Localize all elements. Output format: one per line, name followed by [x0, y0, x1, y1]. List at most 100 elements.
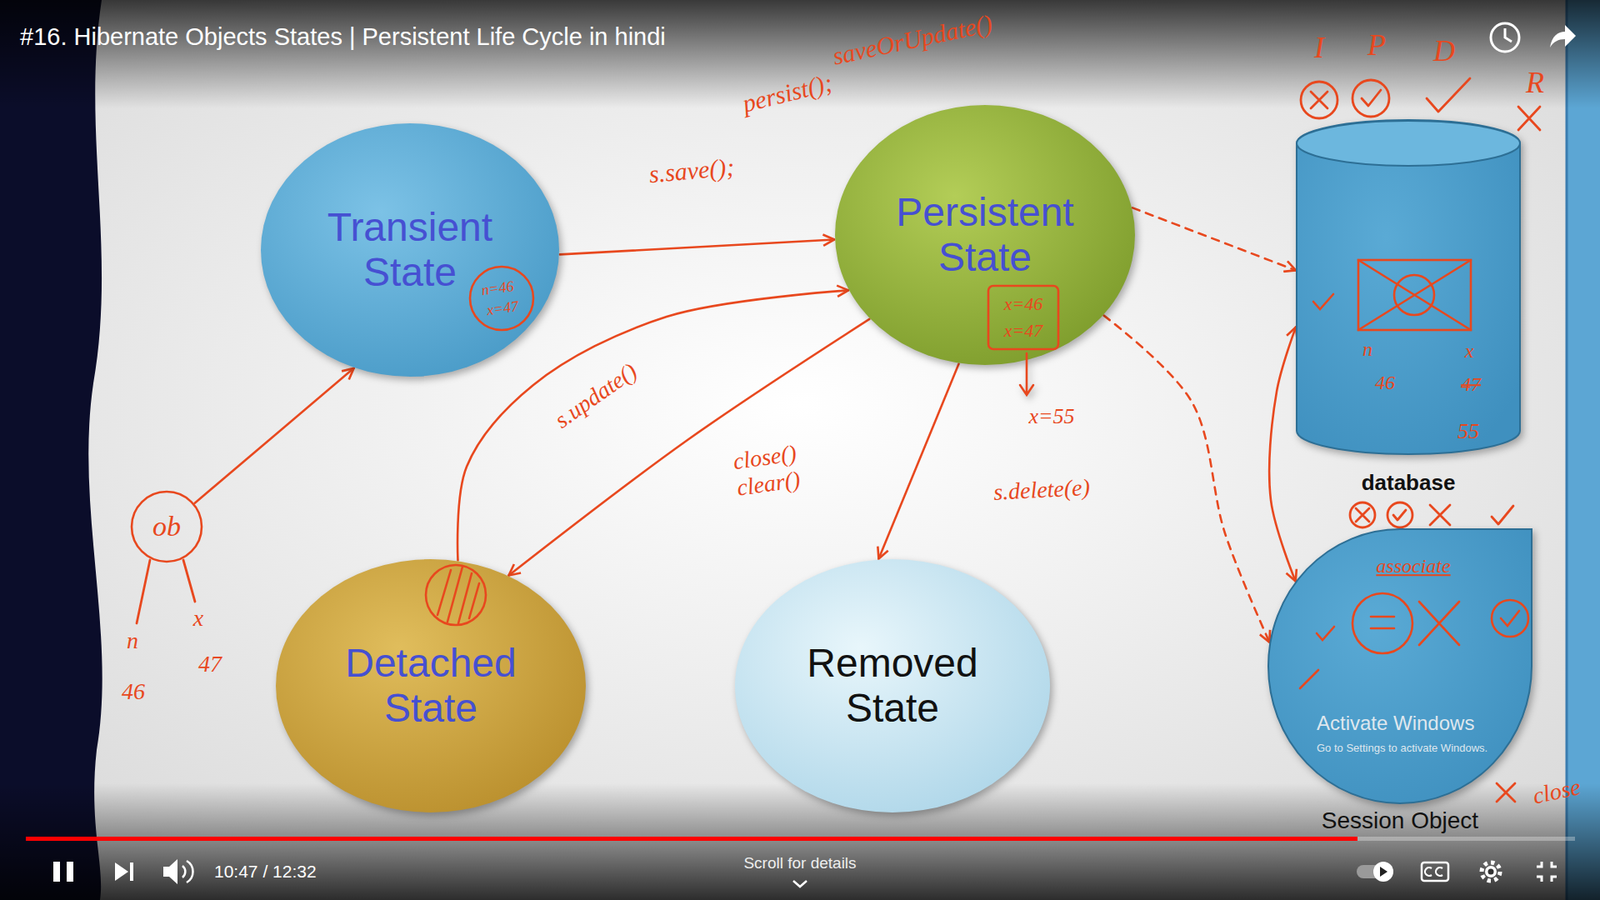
state-label: Persistent State — [880, 190, 1090, 280]
node-label: database — [1292, 470, 1525, 495]
navy-wave — [0, 0, 103, 900]
watermark: Activate Windows — [1316, 711, 1475, 735]
state-ellipse — [260, 123, 560, 377]
handwritten-mark — [1419, 601, 1460, 645]
handwritten-mark — [1370, 616, 1395, 629]
handwritten-mark — [437, 566, 480, 624]
handwritten-mark — [1500, 610, 1520, 626]
handwritten-mark — [1430, 505, 1450, 525]
database-cylinder — [1296, 120, 1520, 166]
state-label: Removed State — [788, 640, 997, 731]
column-value: 55 — [1457, 419, 1480, 445]
state-ellipse — [835, 105, 1135, 365]
watermark: Go to Settings to activate Windows. — [1316, 742, 1488, 755]
bottom-shade — [0, 783, 1600, 900]
handwritten-mark — [1352, 80, 1390, 117]
handwritten-mark — [1350, 502, 1375, 528]
pause-icon — [66, 861, 74, 882]
progress-track — [25, 836, 1575, 841]
state-ellipse: Persistent State — [834, 104, 1136, 366]
variable-value: n=46 — [480, 277, 515, 300]
database-cylinder: database — [1292, 120, 1525, 495]
handwritten-note: saveOrUpdate() — [830, 9, 995, 71]
handwritten-mark — [1387, 502, 1413, 528]
state-label: ob — [152, 510, 181, 543]
variable-value: x=47 — [1004, 320, 1044, 341]
progress-played — [25, 836, 1358, 841]
handwritten-mark — [1358, 260, 1471, 330]
operation-letter: D — [1433, 34, 1455, 69]
transition-arrow — [509, 319, 870, 576]
edge-label: s.delete(e) — [992, 474, 1090, 506]
handwritten-note: close — [1530, 773, 1584, 810]
variable-value: x=47 — [485, 297, 520, 320]
handwritten-mark — [1352, 593, 1413, 654]
object-circle — [131, 491, 202, 562]
captions-icon — [1425, 867, 1443, 876]
handwritten-mark — [1491, 600, 1529, 637]
state-ellipse: Detached State — [275, 558, 587, 814]
transition-arrow — [1269, 327, 1296, 582]
handwritten-note: persist(); — [739, 68, 835, 119]
blue-strip — [1566, 0, 1600, 900]
handwritten-mark — [1300, 593, 1529, 689]
handwritten-note: associate — [1375, 555, 1450, 579]
column-value: 47 — [1460, 373, 1481, 397]
next-icon — [130, 862, 134, 881]
database-cylinder — [1295, 120, 1521, 455]
column-name: x — [1465, 340, 1475, 364]
transition-arrow — [878, 364, 959, 560]
handwritten-mark — [425, 565, 486, 625]
fullscreen-icon — [1536, 861, 1557, 882]
edge-label: close() clear() — [713, 437, 820, 505]
session-shape — [1268, 529, 1532, 804]
transition-arrow — [560, 239, 835, 255]
handwritten-mark — [1518, 106, 1540, 130]
time-display: 10:47 / 12:32 — [214, 861, 317, 882]
player-icon — [1550, 25, 1576, 48]
handwritten-mark — [1355, 508, 1370, 522]
handwritten-mark — [1491, 505, 1514, 525]
operation-letter: R — [1525, 65, 1545, 100]
state-ellipse — [735, 559, 1050, 813]
handwritten-mark — [1313, 260, 1471, 330]
handwritten-mark — [1358, 260, 1471, 330]
volume-icon — [163, 859, 178, 885]
state-ellipse: Removed State — [734, 558, 1051, 814]
captions-icon — [1421, 862, 1449, 881]
scroll-hint: Scroll for details — [743, 854, 856, 873]
autoplay-toggle — [1380, 866, 1388, 877]
edge-label: s.save(); — [647, 152, 735, 189]
player-icon — [1505, 28, 1512, 42]
video-title: #16. Hibernate Objects States | Persiste… — [20, 23, 666, 51]
object-circle: ob — [130, 490, 204, 564]
variable-value: x=46 — [1004, 293, 1044, 315]
variable-name: n — [126, 627, 139, 655]
handwritten-mark — [1496, 783, 1515, 802]
variable-name: x — [193, 605, 204, 632]
column-name: n — [1362, 338, 1373, 362]
settings-icon — [1481, 862, 1500, 881]
transition-arrow — [195, 368, 355, 504]
handwritten-mark — [1310, 91, 1328, 109]
next-icon — [115, 862, 129, 881]
player-icon — [1490, 23, 1520, 52]
variable-value: x=55 — [1028, 404, 1075, 430]
handwritten-mark — [1300, 670, 1319, 689]
operation-letter: I — [1314, 30, 1325, 65]
state-ellipse: Transient State — [260, 122, 560, 378]
handwritten-mark — [1313, 260, 1471, 330]
blue-strip-edge — [1565, 0, 1569, 900]
handwritten-mark — [425, 565, 486, 625]
handwritten-mark — [1361, 90, 1381, 106]
handwritten-mark — [988, 285, 1059, 350]
handwritten-mark — [425, 565, 486, 625]
database-cylinder — [1296, 120, 1520, 455]
handwritten-mark — [470, 266, 534, 330]
variable-value: 46 — [121, 678, 145, 705]
handwritten-mark — [1020, 353, 1034, 395]
